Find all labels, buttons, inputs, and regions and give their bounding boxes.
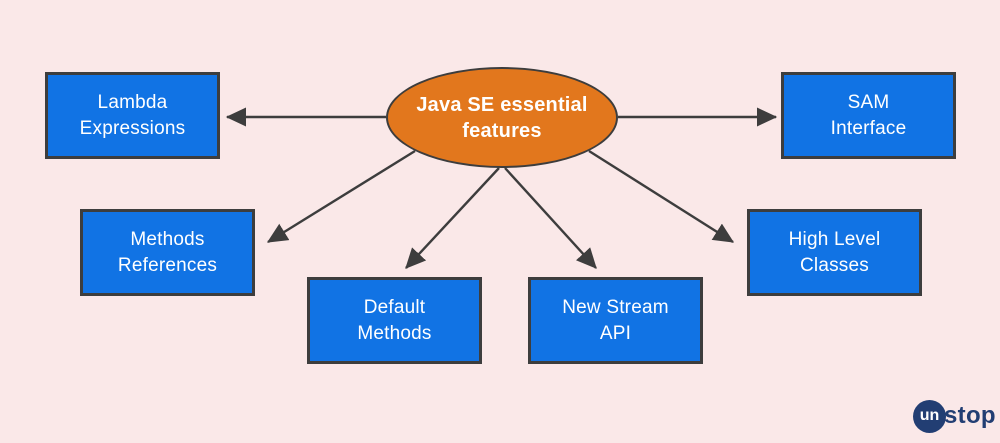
unstop-logo: un stop [913, 399, 996, 433]
node-methods-references: Methods References [80, 209, 255, 296]
node-high-level-classes: High Level Classes [747, 209, 922, 296]
node-lambda-expressions: Lambda Expressions [45, 72, 220, 159]
unstop-logo-circle: un [913, 399, 946, 433]
arrow-center-to-methods-references [266, 149, 416, 244]
arrow-center-to-new-stream-api [504, 167, 597, 269]
node-new-stream-api: New Stream API [528, 277, 703, 364]
arrow-center-to-default-methods [405, 167, 500, 269]
center-node-java-se-essential-features: Java SE essential features [386, 67, 618, 168]
arrow-center-to-high-level-classes [588, 149, 735, 244]
node-default-methods: Default Methods [307, 277, 482, 364]
node-sam-interface: SAM Interface [781, 72, 956, 159]
unstop-logo-text: stop [944, 402, 996, 429]
